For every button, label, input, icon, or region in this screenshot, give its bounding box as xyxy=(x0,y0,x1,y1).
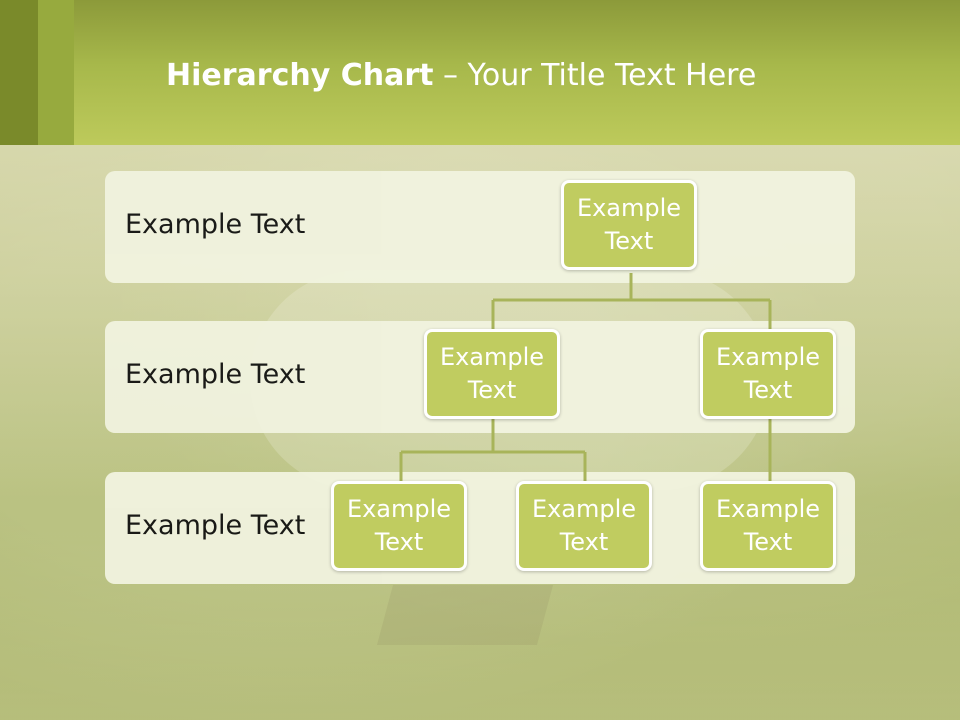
node-level3-b-label: Example Text xyxy=(531,495,637,556)
level-band-1: Example Text xyxy=(105,171,855,283)
node-level3-a-label: Example Text xyxy=(346,495,452,556)
connector-root-to-level2 xyxy=(491,273,772,329)
node-level3-b[interactable]: Example Text xyxy=(516,481,652,571)
level-band-3-label: Example Text xyxy=(125,510,306,541)
connector-left-to-level3 xyxy=(399,419,587,481)
accent-strip-dark xyxy=(0,0,38,145)
accent-strip-light xyxy=(38,0,74,145)
node-level3-a[interactable]: Example Text xyxy=(331,481,467,571)
slide-title-rest: – Your Title Text Here xyxy=(433,58,757,93)
node-root[interactable]: Example Text xyxy=(561,180,697,270)
node-level2-left[interactable]: Example Text xyxy=(424,329,560,419)
node-root-label: Example Text xyxy=(576,194,682,255)
slide-title-bold: Hierarchy Chart xyxy=(166,58,434,93)
level-band-2-label: Example Text xyxy=(125,359,306,390)
node-level2-left-label: Example Text xyxy=(439,343,545,404)
node-level3-c-label: Example Text xyxy=(715,495,821,556)
node-level3-c[interactable]: Example Text xyxy=(700,481,836,571)
node-level2-right[interactable]: Example Text xyxy=(700,329,836,419)
slide-title: Hierarchy Chart – Your Title Text Here xyxy=(166,56,756,96)
level-band-1-label: Example Text xyxy=(125,209,306,240)
node-level2-right-label: Example Text xyxy=(715,343,821,404)
title-bar: Hierarchy Chart – Your Title Text Here xyxy=(0,0,960,145)
